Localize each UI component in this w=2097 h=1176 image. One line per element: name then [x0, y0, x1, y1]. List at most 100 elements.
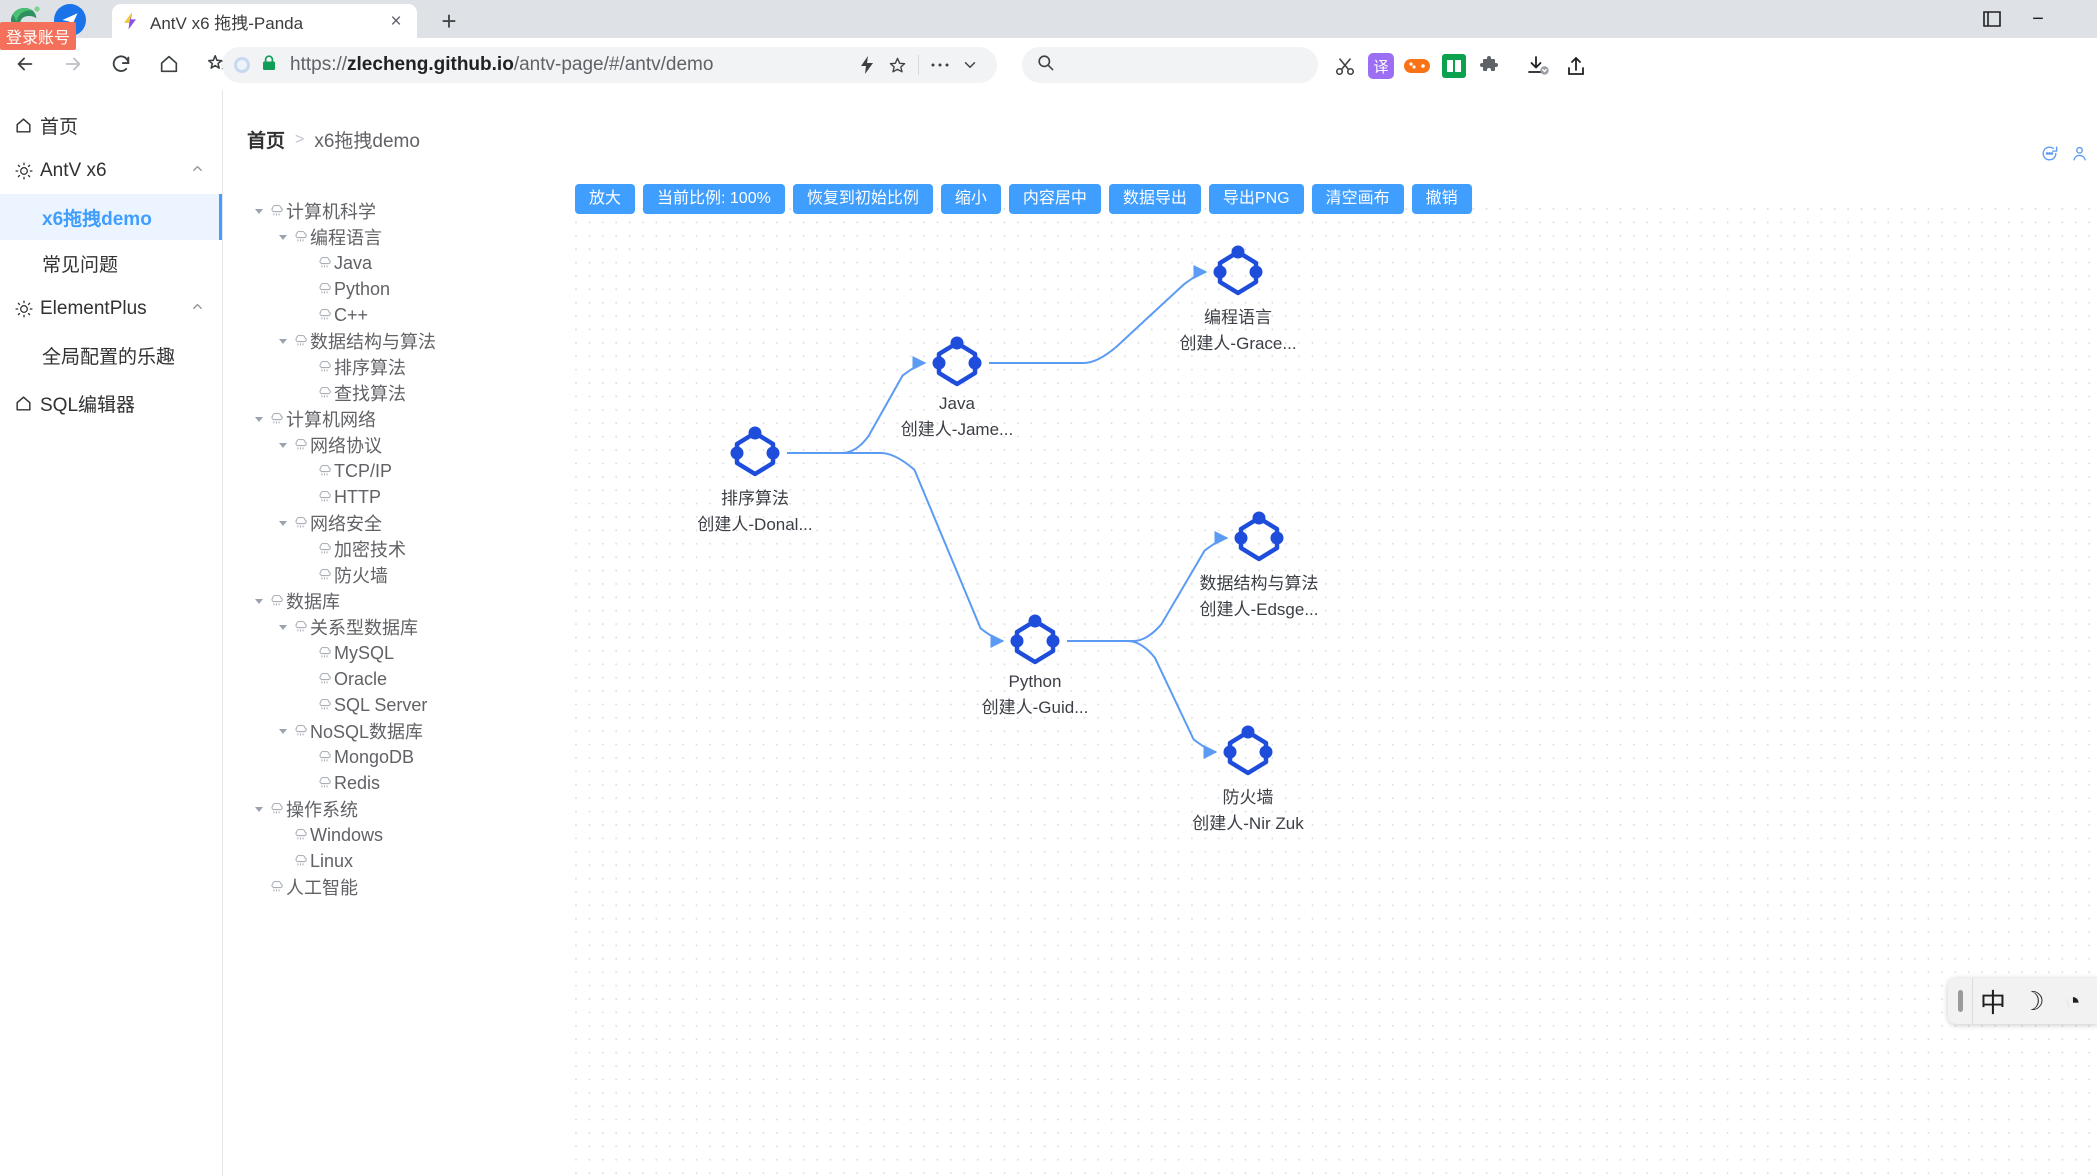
tree-node[interactable]: Java — [250, 250, 550, 276]
book-icon[interactable] — [1437, 52, 1471, 80]
minimize-button[interactable]: − — [2032, 7, 2044, 30]
current-ratio-button[interactable]: 当前比例: 100% — [643, 184, 785, 214]
translate-icon[interactable]: 译 — [1364, 52, 1398, 80]
graph-node-subtitle: 创建人-Donal... — [697, 515, 813, 534]
tree-node[interactable]: SQL Server — [250, 692, 550, 718]
puzzle-icon[interactable] — [1474, 52, 1508, 80]
new-tab-button[interactable]: + — [441, 6, 457, 36]
tree-node[interactable]: HTTP — [250, 484, 550, 510]
center-content-button[interactable]: 内容居中 — [1008, 184, 1101, 214]
more-options-icon[interactable] — [925, 62, 955, 68]
tree-node[interactable]: MySQL — [250, 640, 550, 666]
ime-extra-icon[interactable]: ◔ — [2065, 985, 2081, 1016]
tree-caret-icon[interactable] — [274, 726, 292, 736]
tree-caret-icon[interactable] — [274, 232, 292, 242]
scissors-icon[interactable] — [1328, 52, 1362, 80]
gamepad-icon[interactable] — [1400, 52, 1434, 80]
login-account-badge[interactable]: 登录账号 — [0, 22, 77, 50]
split-flash-icon[interactable] — [852, 55, 882, 75]
reset-ratio-button[interactable]: 恢复到初始比例 — [792, 184, 933, 214]
graph-node[interactable]: 数据结构与算法创建人-Edsge... — [1159, 508, 1359, 620]
tree-node[interactable]: 数据结构与算法 — [250, 328, 550, 354]
tree-node[interactable]: 计算机网络 — [250, 406, 550, 432]
tree-node[interactable]: 防火墙 — [250, 562, 550, 588]
tree-caret-icon[interactable] — [274, 518, 292, 528]
cloud-icon — [316, 382, 334, 404]
graph-edge[interactable] — [1067, 531, 1229, 642]
tree-node[interactable]: 人工智能 — [250, 874, 550, 900]
tree-node[interactable]: Redis — [250, 770, 550, 796]
zoom-out-button[interactable]: 缩小 — [940, 184, 1001, 214]
home-icon[interactable] — [146, 41, 192, 87]
tree-node[interactable]: 编程语言 — [250, 224, 550, 250]
graph-edge[interactable] — [1067, 640, 1218, 759]
tree-caret-icon[interactable] — [250, 414, 268, 424]
sidebar-item-x6-demo[interactable]: x6拖拽demo — [0, 194, 222, 240]
chevron-down-icon[interactable] — [955, 56, 985, 74]
sidebar-item-faq[interactable]: 常见问题 — [42, 254, 119, 276]
tree-node[interactable]: 操作系统 — [250, 796, 550, 822]
tree-caret-icon[interactable] — [250, 804, 268, 814]
breadcrumb-home[interactable]: 首页 — [247, 131, 286, 152]
ime-mode-button[interactable]: 中 — [1979, 987, 2006, 1018]
address-bar[interactable]: https://zlecheng.github.io/antv-page/#/a… — [222, 47, 997, 83]
tree-node[interactable]: Oracle — [250, 666, 550, 692]
tree-caret-icon[interactable] — [274, 336, 292, 346]
graph-edge[interactable] — [989, 265, 1208, 364]
sidebar-group-antv-x6[interactable]: AntV x6 — [0, 148, 222, 194]
tree-node[interactable]: TCP/IP — [250, 458, 550, 484]
close-icon[interactable]: × — [390, 10, 402, 32]
sidebar-item-home[interactable]: 首页 — [0, 102, 222, 148]
browser-tab[interactable]: AntV x6 拖拽-Panda × — [112, 4, 417, 38]
reload-icon[interactable] — [98, 41, 144, 87]
tree-node[interactable]: Linux — [250, 848, 550, 874]
ime-toolbar[interactable]: 中 ☽ ◔ — [1948, 978, 2097, 1024]
export-png-button[interactable]: 导出PNG — [1208, 184, 1304, 214]
tree-node[interactable]: 关系型数据库 — [250, 614, 550, 640]
downloads-icon[interactable] — [1521, 52, 1555, 80]
zoom-in-button[interactable]: 放大 — [575, 184, 636, 214]
sidebar-label: SQL编辑器 — [40, 394, 136, 416]
feedback-chat-icon[interactable] — [2040, 144, 2059, 163]
tree-node[interactable]: 排序算法 — [250, 354, 550, 380]
search-box[interactable] — [1022, 47, 1318, 83]
graph-node[interactable]: 编程语言创建人-Grace... — [1138, 242, 1338, 354]
share-icon[interactable] — [1559, 52, 1593, 80]
graph-node[interactable]: 排序算法创建人-Donal... — [655, 423, 855, 535]
tree-node[interactable]: Python — [250, 276, 550, 302]
split-screen-icon[interactable] — [1969, 0, 2015, 38]
tree-caret-icon[interactable] — [274, 440, 292, 450]
export-data-button[interactable]: 数据导出 — [1108, 184, 1201, 214]
tree-caret-icon[interactable] — [274, 622, 292, 632]
ime-moon-icon[interactable]: ☽ — [2021, 985, 2045, 1016]
graph-node-title: 编程语言 — [1204, 308, 1272, 327]
tree-node[interactable]: 计算机科学 — [250, 198, 550, 224]
graph-node[interactable]: 防火墙创建人-Nir Zuk — [1148, 722, 1348, 834]
graph-edge[interactable] — [787, 452, 1005, 648]
cloud-icon — [316, 356, 334, 378]
tree-node[interactable]: 网络安全 — [250, 510, 550, 536]
tree-caret-icon[interactable] — [250, 596, 268, 606]
tree-node[interactable]: 加密技术 — [250, 536, 550, 562]
undo-button[interactable]: 撤销 — [1411, 184, 1472, 214]
tree-caret-icon[interactable] — [250, 206, 268, 216]
tree-node[interactable]: NoSQL数据库 — [250, 718, 550, 744]
tree-node[interactable]: Windows — [250, 822, 550, 848]
lock-icon[interactable] — [262, 54, 278, 76]
tree-node[interactable]: 查找算法 — [250, 380, 550, 406]
tree-node[interactable]: MongoDB — [250, 744, 550, 770]
user-avatar-icon[interactable] — [2070, 144, 2089, 163]
sidebar-item-sql-editor[interactable]: SQL编辑器 — [0, 380, 222, 426]
tree-node[interactable]: 网络协议 — [250, 432, 550, 458]
ime-drag-handle[interactable] — [1948, 990, 1972, 1012]
sidebar-group-elementplus[interactable]: ElementPlus — [0, 286, 222, 332]
clear-canvas-button[interactable]: 清空画布 — [1311, 184, 1404, 214]
tree-node[interactable]: 数据库 — [250, 588, 550, 614]
back-icon[interactable] — [2, 41, 48, 87]
sidebar-item-global-config[interactable]: 全局配置的乐趣 — [42, 346, 176, 368]
bookmark-star-icon[interactable] — [882, 56, 912, 75]
tree-node[interactable]: C++ — [250, 302, 550, 328]
